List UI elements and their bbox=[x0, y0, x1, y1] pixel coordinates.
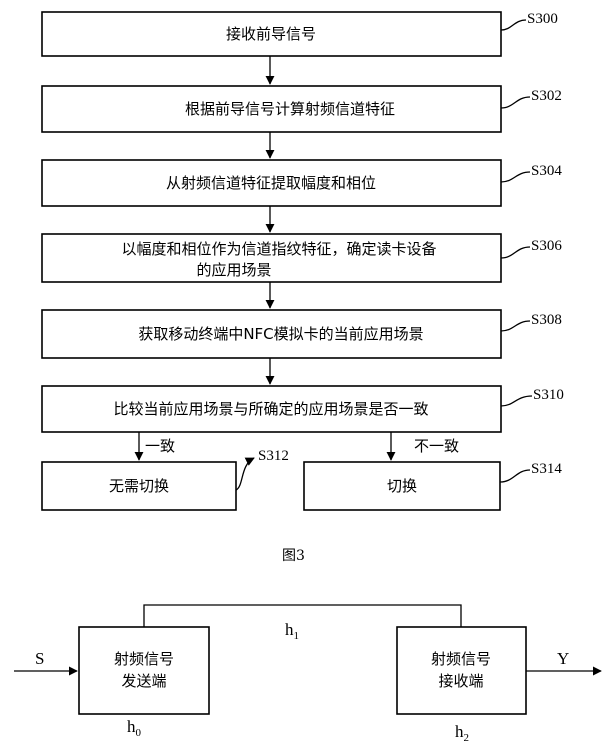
step-s304-label: S304 bbox=[531, 163, 562, 179]
step-s310-label: S310 bbox=[533, 387, 564, 403]
step-s312-label: S312 bbox=[258, 448, 289, 464]
channel-h0-label: h0 bbox=[127, 717, 142, 739]
step-s314-text: 切换 bbox=[387, 477, 417, 495]
transmitter-box bbox=[78, 626, 210, 715]
channel-h2-label: h2 bbox=[455, 722, 469, 744]
step-s310-text: 比较当前应用场景与所确定的应用场景是否一致 bbox=[113, 400, 428, 418]
branch-right-condition: 不一致 bbox=[414, 437, 459, 455]
output-signal-label: Y bbox=[557, 649, 569, 668]
transmitter-label-line1: 射频信号 bbox=[114, 650, 174, 668]
step-s300-leader bbox=[500, 19, 527, 31]
step-s302-text: 根据前导信号计算射频信道特征 bbox=[185, 100, 395, 118]
step-s312-text: 无需切换 bbox=[109, 477, 169, 495]
step-s308-text: 获取移动终端中NFC模拟卡的当前应用场景 bbox=[138, 325, 423, 343]
step-s302-box bbox=[41, 85, 502, 133]
step-s310-leader bbox=[500, 395, 533, 407]
step-s306-label: S306 bbox=[531, 238, 562, 254]
step-s314-box bbox=[303, 461, 501, 511]
step-s302-leader bbox=[500, 96, 531, 109]
input-signal-label: S bbox=[35, 649, 44, 668]
step-s314-leader bbox=[499, 469, 531, 483]
channel-h1-label: h1 bbox=[285, 620, 299, 642]
channel-h1-path bbox=[143, 604, 462, 627]
step-s306-text-line1: 以幅度和相位作为信道指纹特征，确定读卡设备 bbox=[121, 240, 436, 258]
step-s312-box bbox=[41, 461, 237, 511]
step-s302-label: S302 bbox=[531, 88, 562, 104]
step-s304-box bbox=[41, 159, 502, 207]
step-s300-label: S300 bbox=[527, 11, 558, 27]
receiver-box bbox=[396, 626, 527, 715]
transmitter-label-line2: 发送端 bbox=[121, 672, 166, 690]
step-s306-box bbox=[41, 233, 502, 283]
step-s308-label: S308 bbox=[531, 312, 562, 328]
step-s300-text: 接收前导信号 bbox=[226, 25, 316, 43]
step-s306-text-line2: 的应用场景 bbox=[196, 261, 271, 279]
step-s310-box bbox=[41, 385, 502, 433]
figure-caption: 图3 bbox=[282, 548, 305, 564]
step-s308-box bbox=[41, 309, 502, 359]
step-s314-label: S314 bbox=[531, 461, 562, 477]
step-s312-leader bbox=[235, 457, 255, 491]
step-s306-leader bbox=[500, 246, 531, 259]
branch-left-condition: 一致 bbox=[145, 437, 175, 455]
step-s308-leader bbox=[500, 320, 531, 332]
receiver-label-line1: 射频信号 bbox=[431, 650, 491, 668]
step-s304-text: 从射频信道特征提取幅度和相位 bbox=[166, 174, 376, 192]
step-s300-box bbox=[41, 11, 502, 57]
receiver-label-line2: 接收端 bbox=[438, 672, 483, 690]
step-s304-leader bbox=[500, 171, 531, 183]
